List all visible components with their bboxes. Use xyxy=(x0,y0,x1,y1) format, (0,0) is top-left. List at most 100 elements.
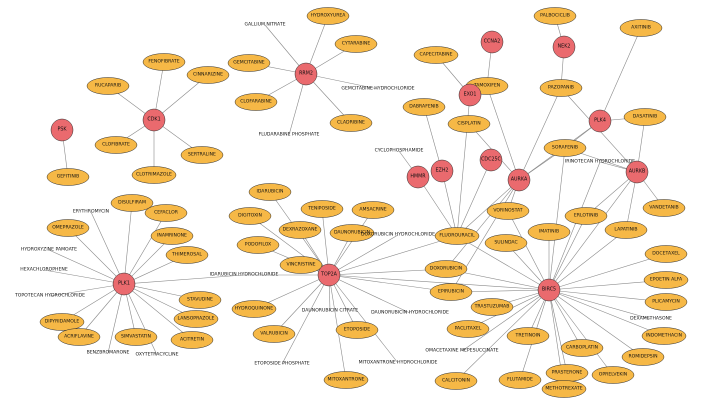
gene-node-aurka[interactable]: AURKA xyxy=(507,168,531,192)
drug-node-hydroxyurea[interactable]: HYDROXYUREA xyxy=(306,7,350,25)
drug-node-cyclophosphamide[interactable]: CYCLOPHOSPHAMIDE xyxy=(375,148,424,154)
drug-node-tretinoin[interactable]: TRETINOIN xyxy=(506,327,550,345)
drug-node-podofilox[interactable]: PODOFILOX xyxy=(236,236,280,254)
drug-node-teniposide[interactable]: TENIPOSIDE xyxy=(300,200,344,218)
drug-node-cinnarizine[interactable]: CINNARIZINE xyxy=(186,66,230,84)
gene-node-psk[interactable]: PSK xyxy=(50,118,74,142)
drug-node-plicamycin[interactable]: PLICAMYCIN xyxy=(644,293,688,311)
drug-node-gallium-nitrate[interactable]: GALLIUM NITRATE xyxy=(244,22,285,28)
drug-node-daunorubicin-hcl[interactable]: DAUNORUBICIN HYDROCHLORIDE xyxy=(371,310,449,316)
drug-node-gemcitabine[interactable]: GEMCITABINE xyxy=(227,54,271,72)
drug-node-irinotecan-hcl[interactable]: IRINOTECAN HYDROCHLORIDE xyxy=(565,159,635,165)
drug-node-oxytetracycline[interactable]: OXYTETRACYCLINE xyxy=(136,352,179,358)
drug-node-dipyridamole[interactable]: DIPYRIDAMOLE xyxy=(39,313,85,331)
drug-node-capecitabine[interactable]: CAPECITABINE xyxy=(413,46,459,64)
drug-node-lansoprazole[interactable]: LANSOPRAZOLE xyxy=(173,310,219,328)
drug-node-palbociclib[interactable]: PALBOCICLIB xyxy=(533,7,577,25)
drug-node-doxorubicin[interactable]: DOXORUBICIN xyxy=(424,260,468,278)
drug-node-sertraline[interactable]: SERTRALINE xyxy=(180,146,224,164)
drug-node-sorafenib[interactable]: SORAFENIB xyxy=(543,139,587,157)
gene-node-plk4[interactable]: PLK4 xyxy=(588,109,612,133)
drug-node-idarubicin[interactable]: IDARUBICIN xyxy=(248,183,292,201)
drug-node-daunorubicin-citrate[interactable]: DAUNORUBICIN CITRATE xyxy=(302,308,358,314)
drug-node-fludarabine-phosphate[interactable]: FLUDARABINE PHOSPHATE xyxy=(259,132,320,138)
gene-node-birc5[interactable]: BIRC5 xyxy=(537,278,561,302)
drug-node-clofarabine[interactable]: CLOFARABINE xyxy=(234,93,278,111)
drug-node-dabrafenib[interactable]: DABRAFENIB xyxy=(402,98,446,116)
drug-node-trastuzumab[interactable]: TRASTUZUMAB xyxy=(470,298,514,316)
drug-node-cefaclor[interactable]: CEFACLOR xyxy=(144,204,188,222)
drug-node-mitoxantrone[interactable]: MITOXANTRONE xyxy=(323,371,369,389)
drug-node-stavudine[interactable]: STAVUDINE xyxy=(178,291,222,309)
drug-node-vincristine[interactable]: VINCRISTINE xyxy=(279,256,323,274)
drug-node-hydroxyzine-pamoate[interactable]: HYDROXYZINE PAMOATE xyxy=(21,247,77,253)
drug-node-amsacrine[interactable]: AMSACRINE xyxy=(351,201,395,219)
gene-node-cdc25c[interactable]: CDC25C xyxy=(479,148,503,172)
drug-node-dasatinib[interactable]: DASATINIB xyxy=(623,108,667,126)
drug-node-sulindac[interactable]: SULINDAC xyxy=(484,234,528,252)
drug-node-disulfiram[interactable]: DISULFIRAM xyxy=(110,194,154,212)
drug-node-epoetin-alfa[interactable]: EPOETIN ALFA xyxy=(643,271,689,289)
drug-node-gemcitabine-hcl[interactable]: GEMCITABINE HYDROCHLORIDE xyxy=(341,86,414,92)
drug-node-inamrinone[interactable]: INAMRINONE xyxy=(150,227,194,245)
drug-node-hydroquinone[interactable]: HYDROQUINONE xyxy=(231,300,277,318)
drug-node-cisplatin[interactable]: CISPLATIN xyxy=(447,115,491,133)
drug-node-thimerosal[interactable]: THIMEROSAL xyxy=(165,246,209,264)
drug-node-pazopanib[interactable]: PAZOPANIB xyxy=(539,79,583,97)
drug-node-dexrazoxane[interactable]: DEXRAZOXANE xyxy=(278,221,322,239)
drug-node-prasterone[interactable]: PRASTERONE xyxy=(545,364,589,382)
drug-node-etoposide-phosphate[interactable]: ETOPOSIDE PHOSPHATE xyxy=(254,361,309,367)
drug-node-erlotinib[interactable]: ERLOTINIB xyxy=(564,207,608,225)
drug-node-dexamethasone[interactable]: DEXAMETHASONE xyxy=(630,316,672,322)
drug-node-valrubicin[interactable]: VALRUBICIN xyxy=(252,325,296,343)
drug-node-cladribine[interactable]: CLADRIBINE xyxy=(329,114,373,132)
drug-node-indomethacin[interactable]: INDOMETHACIN xyxy=(641,327,687,345)
gene-node-rrm2[interactable]: RRM2 xyxy=(294,62,318,86)
drug-node-idarubicin-hcl[interactable]: IDARUBICIN HYDROCHLORIDE xyxy=(210,272,279,278)
drug-node-epirubicin[interactable]: EPIRUBICIN xyxy=(429,283,473,301)
drug-node-daunorubicin[interactable]: DAUNORUBICIN xyxy=(329,224,375,242)
drug-node-clofibrate[interactable]: CLOFIBRATE xyxy=(94,136,138,154)
gene-node-cdk1[interactable]: CDK1 xyxy=(142,108,166,132)
drug-node-lapatinib[interactable]: LAPATINIB xyxy=(604,221,648,239)
drug-node-cytarabine[interactable]: CYTARABINE xyxy=(334,35,378,53)
drug-node-calcitonin[interactable]: CALCITONIN xyxy=(434,372,478,390)
drug-node-topotecan-hcl[interactable]: TOPOTECAN HYDROCHLORIDE xyxy=(14,293,85,299)
drug-node-benzbromarone[interactable]: BENZBROMARONE xyxy=(87,350,130,356)
drug-node-acriflavine[interactable]: ACRIFLAVINE xyxy=(57,328,101,346)
drug-node-doxorubicin-hcl[interactable]: DOXORUBICIN HYDROCHLORIDE xyxy=(361,232,435,238)
gene-node-ezh2[interactable]: EZH2 xyxy=(430,159,454,183)
drug-node-oprelvekin[interactable]: OPRELVEKIN xyxy=(591,366,635,384)
drug-node-rucaparib[interactable]: RUCAPARIB xyxy=(86,77,130,95)
gene-node-exo1[interactable]: EXO1 xyxy=(458,83,482,107)
gene-node-plk1[interactable]: PLK1 xyxy=(112,272,136,296)
drug-node-simvastatin[interactable]: SIMVASTATIN xyxy=(114,328,158,346)
drug-node-acitretin[interactable]: ACITRETIN xyxy=(170,331,214,349)
drug-node-romidepsin[interactable]: ROMIDEPSIN xyxy=(621,348,665,366)
drug-node-fenofibrate[interactable]: FENOFIBRATE xyxy=(142,53,186,71)
drug-node-axitinib[interactable]: AXITINIB xyxy=(619,19,663,37)
gene-node-hmmr[interactable]: HMMR xyxy=(406,165,430,189)
gene-node-nek2[interactable]: NEK2 xyxy=(552,35,576,59)
drug-node-etoposide[interactable]: ETOPOSIDE xyxy=(335,321,379,339)
gene-node-ccna2[interactable]: CCNA2 xyxy=(480,30,504,54)
drug-node-vorinostat[interactable]: VORINOSTAT xyxy=(486,202,530,220)
drug-node-clotrimazole[interactable]: CLOTRIMAZOLE xyxy=(131,166,177,184)
drug-node-mitoxantrone-hcl[interactable]: MITOXANTRONE HYDROCHLORIDE xyxy=(359,360,438,366)
drug-node-flutamide[interactable]: FLUTAMIDE xyxy=(498,371,542,389)
drug-node-fluorouracil[interactable]: FLUOROURACIL xyxy=(434,227,480,245)
drug-node-paclitaxel[interactable]: PACLITAXEL xyxy=(446,320,490,338)
gene-node-top2a[interactable]: TOP2A xyxy=(317,263,341,287)
drug-node-methotrexate[interactable]: METHOTREXATE xyxy=(541,380,587,398)
drug-node-docetaxel[interactable]: DOCETAXEL xyxy=(644,245,688,263)
gene-node-aurkb[interactable]: AURKB xyxy=(625,160,649,184)
drug-node-omeprazole[interactable]: OMEPRAZOLE xyxy=(46,219,90,237)
drug-node-carboplatin[interactable]: CARBOPLATIN xyxy=(560,339,604,357)
drug-node-hexachlorophene[interactable]: HEXACHLOROPHENE xyxy=(20,267,68,273)
drug-node-vandetanib[interactable]: VANDETANIB xyxy=(642,199,686,217)
drug-node-erythromycin[interactable]: ERYTHROMYCIN xyxy=(73,209,109,215)
drug-node-omacetaxine[interactable]: OMACETAXINE MEPESUCCINATE xyxy=(425,348,498,354)
drug-node-gefitinib[interactable]: GEFITINIB xyxy=(46,168,90,186)
drug-node-digitoxin[interactable]: DIGITOXIN xyxy=(228,207,272,225)
drug-node-imatinib[interactable]: IMATINIB xyxy=(527,223,571,241)
